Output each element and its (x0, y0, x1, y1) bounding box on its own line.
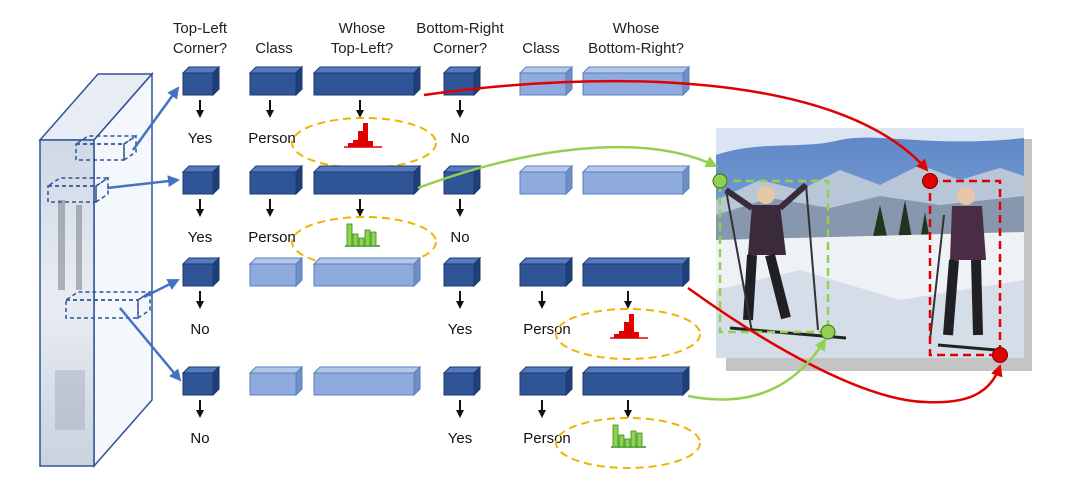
row-3-br-embedding-block (581, 256, 691, 288)
red-bounding-box (928, 179, 1002, 357)
row-1-tl-class-label: Person (248, 130, 296, 147)
red-bottom-right-corner (992, 347, 1008, 363)
row-2-tl-corner-label: Yes (188, 229, 212, 246)
row-4-br-corner-label: Yes (448, 430, 472, 447)
header-whose-bottom-right-2: Bottom-Right? (588, 40, 684, 57)
header-class-1: Class (255, 40, 293, 57)
row-3-br-corner-label: Yes (448, 321, 472, 338)
row-1-br-corner-label: No (450, 130, 469, 147)
row-1-tl-histogram (344, 123, 382, 148)
row-3-tl-embedding-block (312, 256, 422, 288)
header-class-2: Class (522, 40, 560, 57)
skier-photo (712, 128, 1032, 371)
header-whose-bottom-right-1: Whose (613, 20, 660, 37)
row-1-tl-embedding-block (312, 65, 422, 97)
green-top-left-arrow (417, 145, 718, 190)
skier-left (724, 182, 847, 340)
row-3-br-class-label: Person (523, 321, 571, 338)
header-bottom-right-corner-2: Corner? (433, 40, 487, 57)
row-2-tl-histogram (345, 223, 380, 247)
column-headers: Top-Left Corner? Class Whose Top-Left? B… (173, 20, 684, 57)
row-3-br-class-block (518, 256, 574, 288)
green-bounding-box (718, 179, 830, 334)
corner-link-arrows (417, 79, 1003, 404)
row-1-tl-class-block (248, 65, 304, 97)
row-2-br-embedding-block (581, 164, 691, 196)
row-2-br-corner-label: No (450, 229, 469, 246)
green-top-left-corner (712, 173, 728, 189)
row-2-br-class-block (518, 164, 574, 196)
red-top-left-arrow (423, 79, 929, 172)
row-4-br-ellipse (555, 417, 701, 469)
header-whose-top-left-2: Top-Left? (331, 40, 394, 57)
row-4-br-embedding-block (581, 365, 691, 397)
row-2-tl-embedding-block (312, 164, 422, 196)
row-4-br-class-block (518, 365, 574, 397)
header-top-left-corner-2: Corner? (173, 40, 227, 57)
row-2-tl-class-block (248, 164, 304, 196)
row-4-tl-embedding-block (312, 365, 422, 397)
red-top-left-corner (922, 173, 938, 189)
row-1-tl-corner-block (181, 65, 221, 97)
row-3-br-histogram (610, 314, 648, 339)
row-1-tl-corner-label: Yes (188, 130, 212, 147)
header-top-left-corner-1: Top-Left (173, 20, 228, 37)
row-3-br-corner-block (442, 256, 482, 288)
green-bottom-right-corner (820, 324, 836, 340)
row-3-tl-corner-label: No (190, 321, 209, 338)
row-4-br-corner-block (442, 365, 482, 397)
header-bottom-right-corner-1: Bottom-Right (416, 20, 504, 37)
row-4-br-class-label: Person (523, 430, 571, 447)
row-4-br-histogram (611, 424, 646, 448)
row-3-br-ellipse (555, 308, 701, 360)
feature-volume-image (39, 139, 95, 467)
row-3-tl-corner-block (181, 256, 221, 288)
feature-arrows (106, 86, 182, 382)
row-2-tl-class-label: Person (248, 229, 296, 246)
row-4-tl-corner-block (181, 365, 221, 397)
row-4-tl-corner-label: No (190, 430, 209, 447)
skier-right (929, 187, 997, 352)
row-3-tl-class-block (248, 256, 304, 288)
header-whose-top-left-1: Whose (339, 20, 386, 37)
feature-volume (38, 72, 154, 468)
red-bottom-right-arrow (687, 286, 1003, 404)
row-4-tl-class-block (248, 365, 304, 397)
row-2-tl-corner-block (181, 164, 221, 196)
green-bottom-right-arrow (687, 338, 827, 401)
row-1-br-embedding-block (581, 65, 691, 97)
